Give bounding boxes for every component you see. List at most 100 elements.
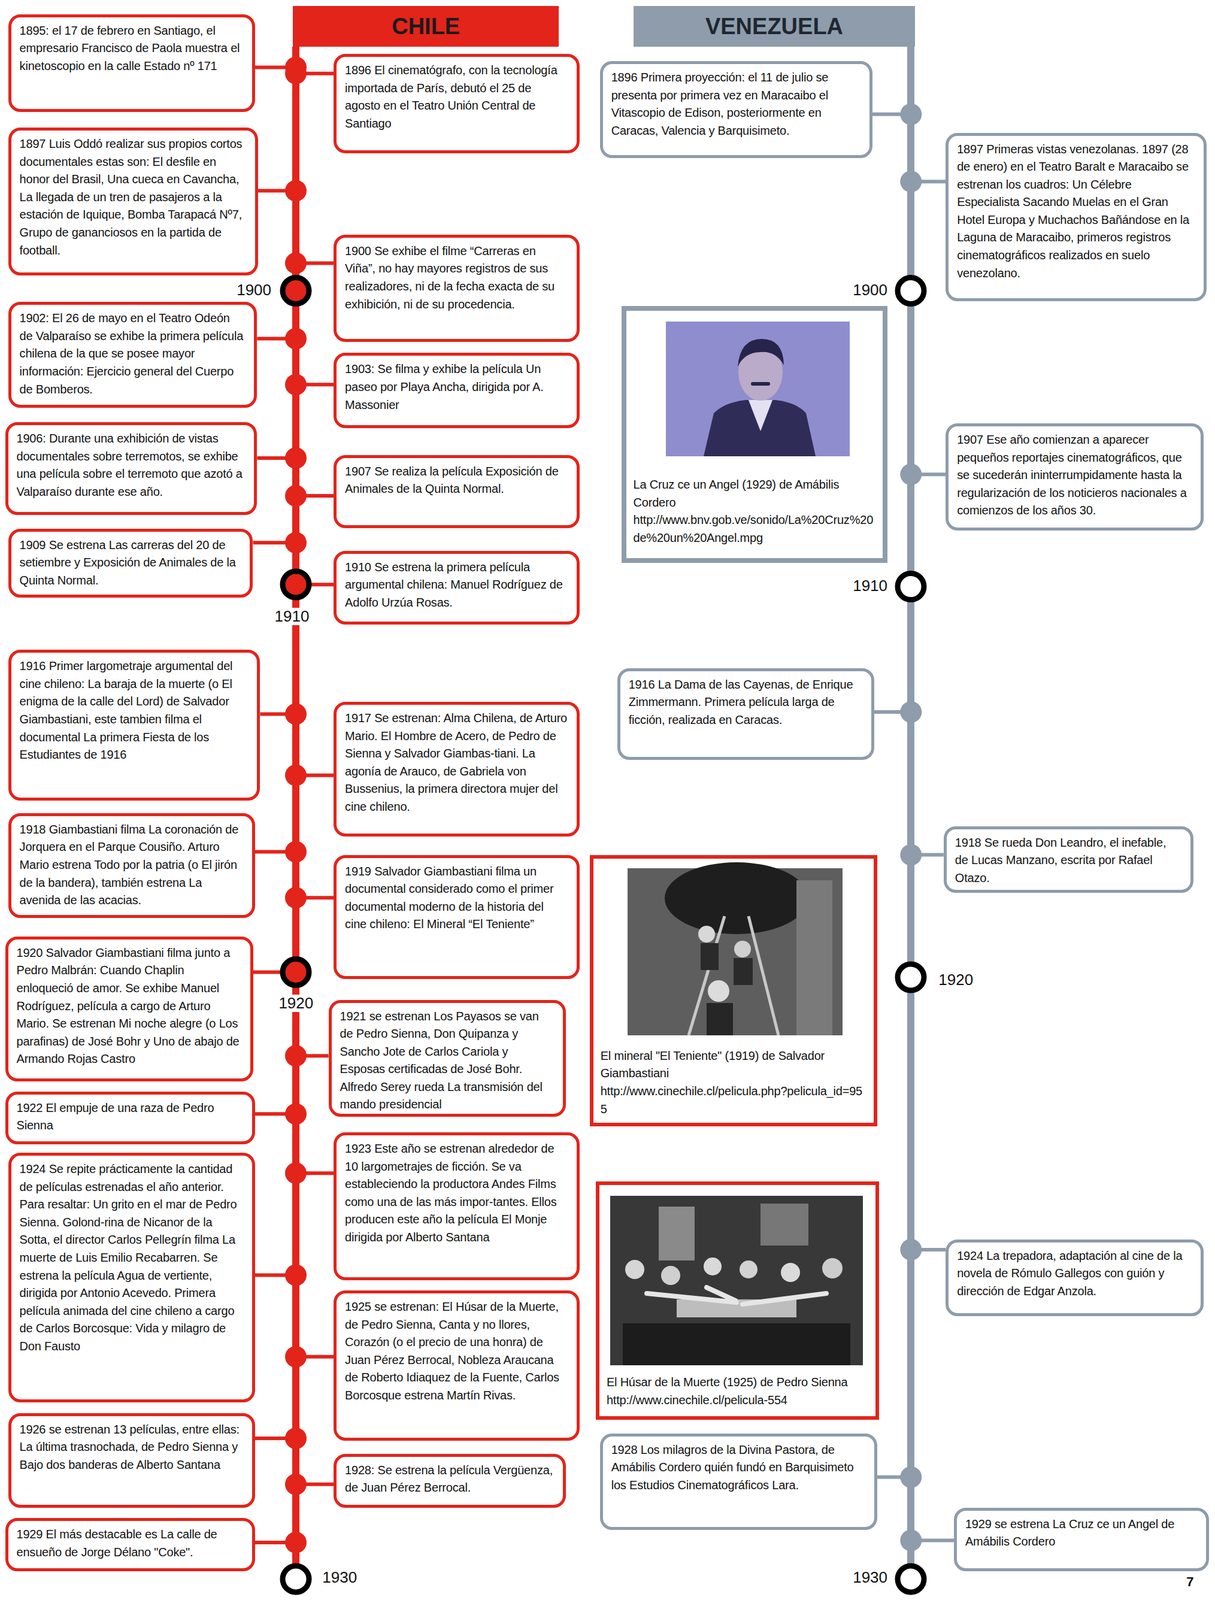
photo-card: El Húsar de la Muerte (1925) de Pedro Si… bbox=[595, 1181, 880, 1421]
event-box: 1916 La Dama de las Cayenas, de Enrique … bbox=[617, 668, 875, 760]
event-text: 1925 se estrenan: El Húsar de la Muerte,… bbox=[344, 1298, 569, 1405]
event-dot bbox=[285, 764, 307, 787]
event-text: 1916 Primer largometraje argumental del … bbox=[19, 657, 250, 765]
figure-mustache bbox=[750, 382, 771, 386]
worker bbox=[734, 940, 751, 958]
year-label: 1900 bbox=[236, 281, 272, 299]
worker bbox=[706, 1003, 733, 1036]
event-box: 1926 se estrenan 13 películas, entre ell… bbox=[8, 1413, 256, 1508]
event-dot bbox=[285, 1427, 307, 1450]
event-box: 1920 Salvador Giambastiani filma junto a… bbox=[5, 936, 254, 1082]
event-text: 1921 se estrenan Los Payasos se van de P… bbox=[340, 1007, 556, 1115]
year-label: 1920 bbox=[938, 971, 974, 989]
event-box: 1906: Durante una exhibición de vistas d… bbox=[5, 422, 258, 515]
event-box: 1928 Los milagros de la Divina Pastora, … bbox=[600, 1433, 878, 1531]
event-text: 1896 El cinematógrafo, con la tecnología… bbox=[344, 61, 569, 133]
event-dot bbox=[285, 328, 307, 350]
decade-marker bbox=[897, 573, 924, 601]
hussar-photo bbox=[610, 1195, 863, 1366]
event-dot bbox=[900, 463, 922, 486]
event-dot bbox=[285, 1103, 307, 1125]
event-box: 1919 Salvador Giambastiani filma un docu… bbox=[333, 855, 580, 980]
worker bbox=[707, 980, 730, 1002]
event-text: 1910 Se estrena la primera película argu… bbox=[344, 558, 569, 612]
event-text: 1895: el 17 de febrero en Santiago, el e… bbox=[19, 22, 244, 76]
event-dot bbox=[285, 841, 307, 863]
event-text: 1902: El 26 de mayo en el Teatro Odeón d… bbox=[19, 309, 247, 399]
photo-card: El mineral "El Teniente" (1919) de Salva… bbox=[589, 855, 878, 1127]
figure-hair bbox=[737, 338, 784, 367]
figure bbox=[703, 1257, 722, 1276]
event-text: 1897 Luis Oddó realizar sus propios cort… bbox=[19, 135, 247, 260]
photo-caption: El mineral "El Teniente" (1919) de Salva… bbox=[600, 1047, 868, 1083]
worker bbox=[698, 925, 715, 943]
event-box: 1918 Giambastiani filma La coronación de… bbox=[8, 813, 256, 918]
event-text: 1924 Se repite prácticamente la cantidad… bbox=[19, 1160, 244, 1356]
event-text: 1923 Este año se estrenan alrededor de 1… bbox=[344, 1140, 569, 1247]
event-box: 1897 Primeras vistas venezolanas. 1897 (… bbox=[945, 132, 1207, 302]
event-box: 1896 El cinematógrafo, con la tecnología… bbox=[333, 53, 580, 153]
event-dot bbox=[900, 701, 922, 723]
decade-marker bbox=[282, 571, 309, 598]
photo-url: http://www.cinechile.cl/pelicula.php?pel… bbox=[600, 1082, 868, 1118]
decade-marker bbox=[897, 277, 924, 305]
photo-caption: El Húsar de la Muerte (1925) de Pedro Si… bbox=[606, 1373, 871, 1392]
event-text: 1897 Primeras vistas venezolanas. 1897 (… bbox=[956, 140, 1196, 283]
event-text: 1917 Se estrenan: Alma Chilena, de Artur… bbox=[344, 709, 569, 817]
event-dot bbox=[285, 1044, 307, 1067]
year-label: 1910 bbox=[273, 607, 311, 626]
rock-wall bbox=[796, 880, 833, 1036]
year-label: 1910 bbox=[852, 577, 888, 595]
country-header: CHILE bbox=[292, 5, 560, 47]
figure bbox=[661, 1265, 681, 1286]
event-dot bbox=[285, 1162, 307, 1184]
event-dot bbox=[285, 373, 307, 396]
event-connectors bbox=[253, 56, 954, 1554]
wall-panel bbox=[658, 1206, 695, 1261]
event-text: 1916 La Dama de las Cayenas, de Enrique … bbox=[628, 676, 863, 730]
event-box: 1923 Este año se estrenan alrededor de 1… bbox=[333, 1132, 580, 1281]
decade-marker bbox=[282, 959, 309, 986]
event-text: 1918 Se rueda Don Leandro, el inefable, … bbox=[955, 834, 1183, 888]
decade-marker bbox=[282, 1565, 309, 1593]
event-text: 1926 se estrenan 13 películas, entre ell… bbox=[19, 1420, 244, 1475]
photo-url: http://www.bnv.gob.ve/sonido/La%20Cruz%2… bbox=[633, 511, 878, 547]
event-text: 1920 Salvador Giambastiani filma junto a… bbox=[16, 944, 242, 1069]
year-label: 1900 bbox=[852, 281, 888, 299]
figure bbox=[625, 1259, 645, 1280]
worker bbox=[733, 958, 753, 986]
raised-arms bbox=[646, 1287, 827, 1305]
event-dot bbox=[285, 1473, 307, 1496]
event-dot bbox=[285, 485, 307, 507]
event-box: 1896 Primera proyección: el 11 de julio … bbox=[600, 61, 873, 159]
header-text: CHILE bbox=[391, 13, 460, 40]
event-text: 1929 se estrena La Cruz ce un Angel de A… bbox=[965, 1515, 1198, 1551]
event-text: 1929 El más destacable es La calle de en… bbox=[16, 1525, 244, 1562]
event-box: 1902: El 26 de mayo en el Teatro Odeón d… bbox=[8, 301, 258, 408]
figure-collar bbox=[748, 400, 773, 432]
event-box: 1916 Primer largometraje argumental del … bbox=[8, 649, 261, 801]
event-box: 1907 Se realiza la película Exposición d… bbox=[333, 455, 580, 529]
event-text: 1907 Ese año comienzan a aparecer pequeñ… bbox=[956, 431, 1193, 520]
event-box: 1928: Se estrena la película Vergüenza, … bbox=[333, 1453, 566, 1508]
event-box: 1903: Se filma y exhibe la película Un p… bbox=[333, 352, 580, 429]
photo-ground bbox=[665, 321, 850, 457]
event-text: 1909 Se estrena Las carreras del 20 de s… bbox=[19, 536, 242, 590]
event-text: 1918 Giambastiani filma La coronación de… bbox=[19, 820, 244, 910]
event-text: 1896 Primera proyección: el 11 de julio … bbox=[611, 68, 862, 140]
wall-panel bbox=[760, 1203, 809, 1246]
event-text: 1919 Salvador Giambastiani filma un docu… bbox=[344, 862, 569, 934]
event-dot bbox=[900, 1466, 922, 1489]
event-box: 1929 El más destacable es La calle de en… bbox=[5, 1518, 256, 1572]
event-dot bbox=[900, 170, 922, 193]
photo-card: La Cruz ce un Angel (1929) de Amábilis C… bbox=[621, 305, 889, 563]
event-text: 1928 Los milagros de la Divina Pastora, … bbox=[611, 1441, 866, 1495]
event-text: 1906: Durante una exhibición de vistas d… bbox=[16, 429, 247, 501]
event-text: 1907 Se realiza la película Exposición d… bbox=[344, 462, 569, 499]
event-box: 1910 Se estrena la primera película argu… bbox=[333, 550, 580, 625]
photo-caption: La Cruz ce un Angel (1929) de Amábilis C… bbox=[633, 476, 878, 512]
figures-foreground bbox=[622, 1323, 851, 1366]
event-text: 1900 Se exhibe el filme “Carreras en Viñ… bbox=[344, 242, 569, 314]
figure bbox=[739, 1260, 758, 1279]
photo-ground bbox=[610, 1195, 863, 1366]
